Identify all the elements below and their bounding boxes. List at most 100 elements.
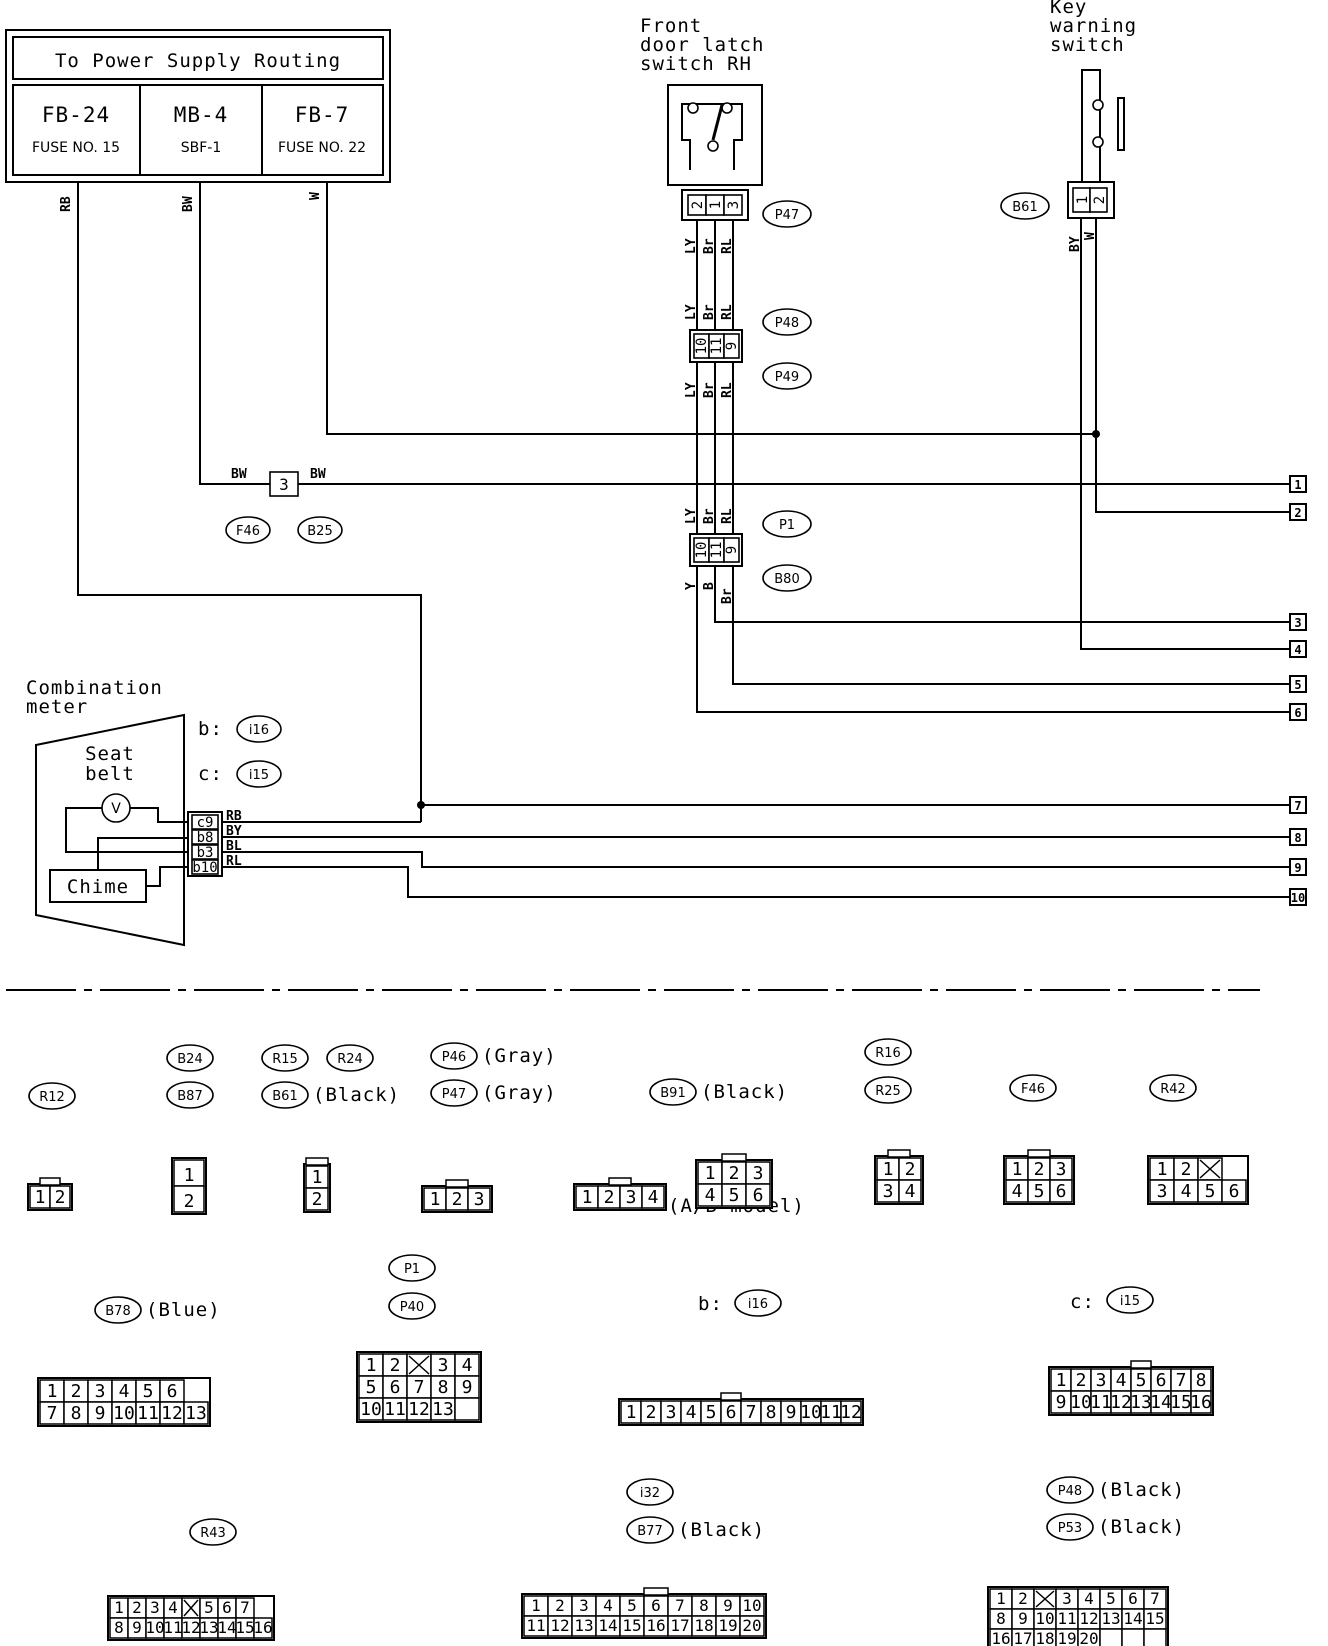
svg-text:7: 7 [1176,1370,1187,1391]
svg-text:6: 6 [726,1402,737,1423]
svg-text:11: 11 [384,1399,406,1420]
svg-text:6: 6 [1229,1181,1240,1202]
svg-text:3: 3 [474,1189,485,1210]
legend-r12: R12 [28,1082,76,1110]
svg-text:2: 2 [729,1163,740,1184]
svg-text:BY: BY [226,824,242,839]
svg-text:7: 7 [414,1377,425,1398]
svg-text:F46: F46 [1021,1082,1045,1097]
svg-text:9: 9 [462,1377,473,1398]
svg-text:2: 2 [1181,1159,1192,1180]
svg-text:8: 8 [438,1377,449,1398]
svg-text:16: 16 [253,1618,272,1637]
terminal-6: 6 [1289,703,1307,721]
svg-text:9: 9 [132,1618,142,1637]
power-supply-box: To Power Supply Routing FB-24 FUSE NO. 1… [5,29,391,183]
terminal-4: 4 [1289,640,1307,658]
svg-text:R25: R25 [875,1084,901,1099]
legend-r15: R15 [261,1044,309,1072]
svg-text:17: 17 [670,1616,689,1635]
svg-text:14: 14 [217,1618,236,1637]
svg-text:6: 6 [167,1381,178,1402]
svg-text:8: 8 [114,1618,124,1637]
svg-text:B78: B78 [105,1304,130,1319]
terminal-7: 7 [1289,796,1307,814]
svg-text:3: 3 [1056,1159,1067,1180]
svg-text:4: 4 [1181,1181,1192,1202]
legend-r24: R24 [326,1044,374,1072]
svg-text:1: 1 [708,201,724,209]
svg-text:16: 16 [991,1629,1010,1646]
svg-text:Br: Br [702,304,717,320]
svg-text:1: 1 [47,1381,58,1402]
svg-text:5: 5 [627,1596,637,1615]
svg-text:1: 1 [1012,1159,1023,1180]
svg-text:B: B [702,582,717,590]
svg-text:RL: RL [720,304,735,320]
svg-text:2: 2 [905,1159,916,1180]
svg-text:2: 2 [1092,196,1108,204]
pinout-b24: 12 [171,1157,207,1215]
fuse-mb4-label: MB-4 [174,103,229,127]
key-warning-label-1: Key [1050,0,1087,18]
svg-text:B61: B61 [272,1089,297,1104]
legend-f46: F46 [1009,1074,1057,1102]
svg-text:4: 4 [1084,1589,1094,1608]
svg-text:17: 17 [1013,1629,1032,1646]
terminal-1: 1 [1289,475,1307,493]
svg-text:P1: P1 [404,1262,420,1277]
legend-r25: R25 [864,1076,912,1104]
svg-text:11: 11 [163,1618,182,1637]
svg-text:BY: BY [1068,236,1083,252]
svg-text:4: 4 [603,1596,613,1615]
svg-text:R12: R12 [39,1090,65,1105]
b25-id: B25 [307,524,332,539]
svg-text:13: 13 [185,1403,207,1424]
svg-text:RL: RL [720,238,735,254]
connector-p48-p49: 10 11 9 P48 P49 [689,308,812,390]
terminal-5: 5 [1289,675,1307,693]
svg-text:3: 3 [1062,1589,1072,1608]
legend-p40: P40 [388,1292,436,1320]
svg-text:1: 1 [1075,196,1091,204]
legend-b61: B61(Black) [261,1081,399,1109]
svg-text:P46: P46 [442,1050,466,1065]
svg-text:4: 4 [1294,643,1301,657]
svg-text:3: 3 [438,1355,449,1376]
svg-text:3: 3 [726,201,742,209]
svg-text:15: 15 [1170,1392,1192,1413]
svg-text:11: 11 [1057,1609,1076,1628]
svg-text:RL: RL [720,508,735,524]
svg-text:6: 6 [390,1377,401,1398]
svg-text:10: 10 [1291,891,1305,905]
meter-b-label: b: [198,718,223,740]
legend-b87: B87 [166,1081,214,1109]
svg-text:9: 9 [723,1596,733,1615]
b80-id: B80 [774,572,799,587]
svg-text:3: 3 [626,1187,637,1208]
svg-text:1: 1 [582,1187,593,1208]
svg-text:11: 11 [709,338,725,355]
svg-text:W: W [1083,232,1098,240]
svg-text:LY: LY [684,238,699,254]
svg-text:c9: c9 [197,815,214,831]
svg-text:4: 4 [462,1355,473,1376]
svg-text:12: 12 [550,1616,569,1635]
svg-text:12: 12 [1079,1609,1098,1628]
svg-text:1: 1 [35,1187,46,1208]
front-door-label-1: Front [640,15,702,37]
svg-text:5: 5 [1294,678,1301,692]
svg-text:9: 9 [786,1402,797,1423]
legend-p1: P1 [388,1254,436,1282]
p47-id: P47 [775,208,799,223]
p48-id: P48 [775,316,799,331]
svg-text:Br: Br [702,382,717,398]
svg-text:4: 4 [905,1181,916,1202]
svg-text:6: 6 [753,1185,764,1206]
fuse-no15-label: FUSE NO. 15 [32,140,120,156]
